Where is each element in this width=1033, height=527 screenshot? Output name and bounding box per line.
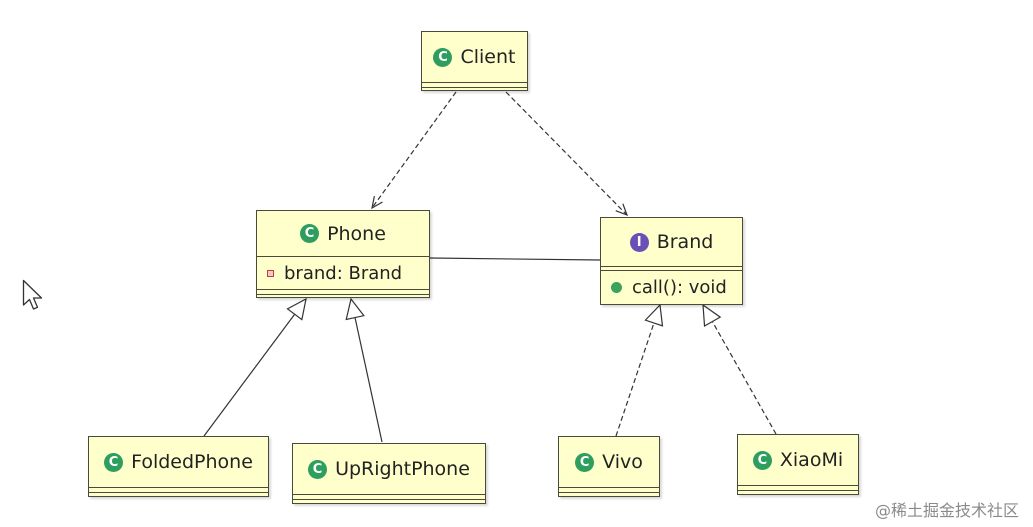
class-name: XiaoMi bbox=[779, 449, 844, 471]
field-row: brand: Brand bbox=[257, 257, 429, 289]
class-client[interactable]: C Client bbox=[421, 31, 528, 91]
watermark: @稀土掘金技术社区 bbox=[874, 501, 1019, 520]
realization-vivo-brand bbox=[615, 303, 664, 437]
class-foldedphone[interactable]: C FoldedPhone bbox=[88, 436, 269, 497]
class-icon: C bbox=[752, 450, 772, 470]
class-icon: C bbox=[433, 47, 453, 67]
class-name: Phone bbox=[327, 222, 386, 245]
aggregation-phone-brand bbox=[430, 258, 601, 260]
generalization-foldedphone-phone bbox=[203, 297, 307, 437]
interface-icon: I bbox=[629, 232, 649, 252]
method-row: call(): void bbox=[601, 271, 742, 304]
public-method-icon bbox=[611, 282, 622, 293]
class-icon: C bbox=[308, 459, 328, 479]
mouse-cursor-icon bbox=[22, 279, 43, 310]
realization-xiaomi-brand bbox=[702, 303, 777, 435]
class-name: Vivo bbox=[602, 451, 643, 473]
class-icon: C bbox=[300, 224, 320, 243]
class-icon: C bbox=[575, 452, 595, 472]
class-name: Client bbox=[460, 46, 516, 68]
interface-brand[interactable]: I Brand call(): void bbox=[600, 217, 743, 305]
class-icon: C bbox=[104, 452, 124, 472]
class-name: FoldedPhone bbox=[131, 451, 253, 473]
class-name: Brand bbox=[656, 231, 714, 253]
generalization-uprightphone-phone bbox=[345, 297, 383, 443]
private-field-icon bbox=[267, 269, 274, 277]
class-uprightphone[interactable]: C UpRightPhone bbox=[292, 443, 486, 504]
class-xiaomi[interactable]: C XiaoMi bbox=[737, 434, 859, 495]
field-text: brand: Brand bbox=[284, 262, 403, 284]
dependency-client-phone bbox=[371, 91, 457, 210]
class-name: UpRightPhone bbox=[335, 458, 470, 480]
dependency-client-brand bbox=[505, 91, 629, 217]
method-text: call(): void bbox=[632, 277, 727, 298]
class-vivo[interactable]: C Vivo bbox=[558, 436, 660, 497]
class-phone[interactable]: C Phone brand: Brand bbox=[256, 210, 430, 298]
